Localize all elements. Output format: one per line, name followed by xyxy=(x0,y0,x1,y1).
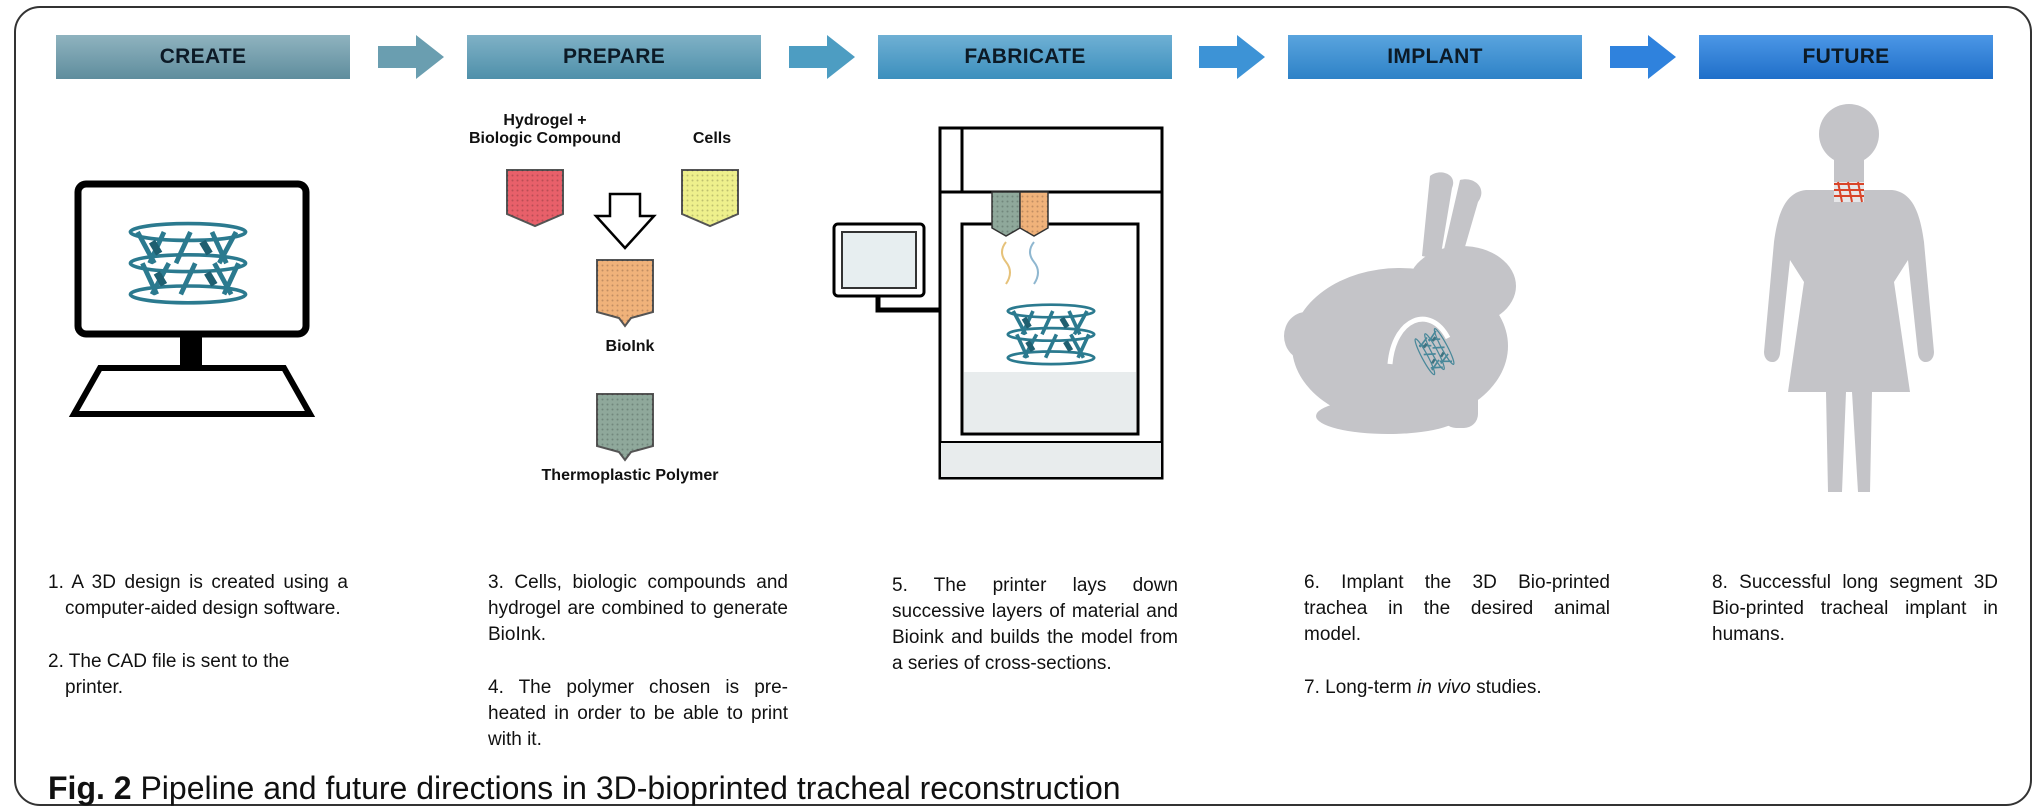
stage-fabricate: FABRICATE xyxy=(878,35,1172,79)
hydrogel-label: Hydrogel + Biologic Compound xyxy=(469,112,621,147)
polymer-container-icon xyxy=(596,393,654,462)
down-arrow-icon xyxy=(593,192,657,250)
step-7-suffix: studies. xyxy=(1470,677,1542,698)
step-1-text: 1. A 3D design is created using a comput… xyxy=(48,572,348,619)
fabricate-description: 5. The printer lays down successive laye… xyxy=(892,573,1178,704)
bioink-container-icon xyxy=(596,259,654,328)
step-7-text: 7. Long-term in vivo studies. xyxy=(1304,675,1610,701)
step-7-prefix: 7. Long-term xyxy=(1304,677,1417,698)
step-5-text: 5. The printer lays down successive laye… xyxy=(892,575,1178,674)
stage-future: FUTURE xyxy=(1699,35,1993,79)
step-2-text: 2. The CAD file is sent to the printer. xyxy=(48,651,290,698)
hydrogel-container-icon xyxy=(506,169,564,228)
bioprinter-icon xyxy=(832,126,1164,480)
implant-description: 6. Implant the 3D Bio-printed trachea in… xyxy=(1304,570,1610,728)
step-8-text: 8. Successful long segment 3D Bio-printe… xyxy=(1712,572,1998,645)
figure-caption: Fig. 2 Pipeline and future directions in… xyxy=(48,770,1121,807)
arrow-right-icon xyxy=(1199,35,1265,79)
step-4-text: 4. The polymer chosen is pre-heated in o… xyxy=(488,677,788,750)
stage-implant: IMPLANT xyxy=(1288,35,1582,79)
computer-monitor-icon xyxy=(68,180,316,417)
rabbit-icon xyxy=(1284,172,1516,434)
stage-create: CREATE xyxy=(56,35,350,79)
cells-label: Cells xyxy=(692,130,732,147)
arrow-right-icon xyxy=(378,35,444,79)
polymer-label: Thermoplastic Polymer xyxy=(541,467,719,484)
human-silhouette-icon xyxy=(1764,104,1934,492)
bioink-label: BioInk xyxy=(605,338,655,355)
step-7-italic: in vivo xyxy=(1417,677,1471,698)
future-description: 8. Successful long segment 3D Bio-printe… xyxy=(1712,570,1998,675)
caption-label: Fig. 2 xyxy=(48,770,132,806)
create-description: 1. A 3D design is created using a comput… xyxy=(48,570,348,728)
caption-text: Pipeline and future directions in 3D-bio… xyxy=(131,770,1121,806)
arrow-right-icon xyxy=(1610,35,1676,79)
prepare-description: 3. Cells, biologic compounds and hydroge… xyxy=(488,570,788,780)
step-3-text: 3. Cells, biologic compounds and hydroge… xyxy=(488,572,788,645)
arrow-right-icon xyxy=(789,35,855,79)
stage-prepare: PREPARE xyxy=(467,35,761,79)
cells-container-icon xyxy=(681,169,739,228)
step-6-text: 6. Implant the 3D Bio-printed trachea in… xyxy=(1304,572,1610,645)
tracheal-implant-icon xyxy=(1834,181,1864,203)
